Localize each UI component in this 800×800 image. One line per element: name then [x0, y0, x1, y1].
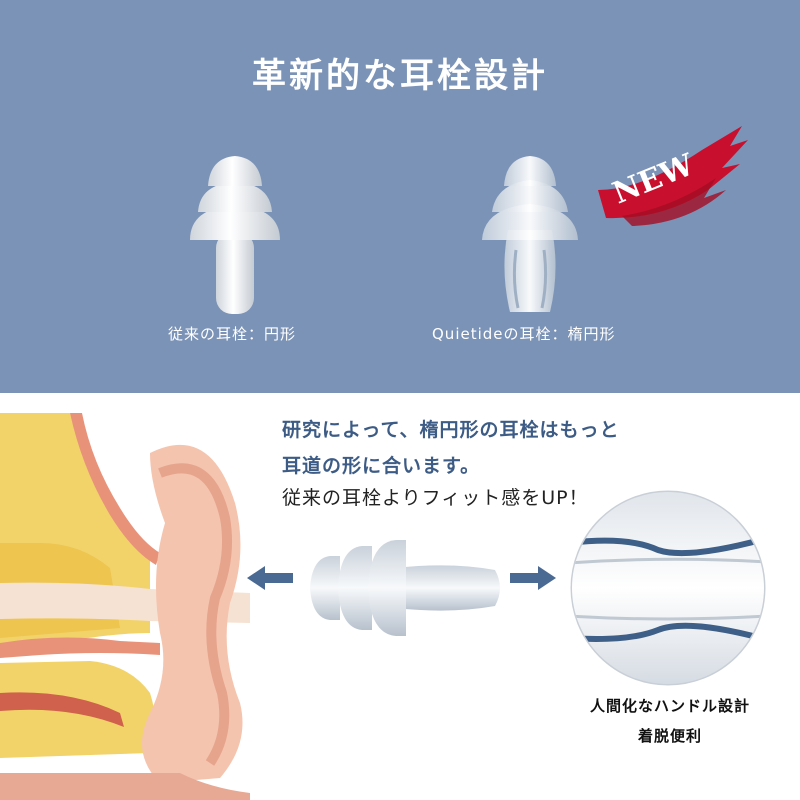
feature-subtitle: 着脱便利 — [637, 727, 702, 745]
description-line-1: 研究によって、楕円形の耳栓はもっと — [282, 419, 620, 441]
hero-banner: 革新的な耳栓設計 従来の耳栓：円形 Quieti — [0, 0, 800, 393]
description-line-3: 従来の耳栓よりフィット感をUP！ — [282, 487, 589, 509]
arrow-left-icon — [247, 566, 293, 590]
oval-caption: Quietideの耳栓：楕円形 — [432, 325, 616, 343]
new-badge: NEW — [598, 126, 748, 226]
conventional-caption: 従来の耳栓：円形 — [168, 325, 297, 343]
earplug-side-view-image — [310, 540, 500, 636]
page-title: 革新的な耳栓設計 — [252, 56, 548, 96]
feature-title: 人間化なハンドル設計 — [589, 697, 750, 715]
fit-section: 研究によって、楕円形の耳栓はもっと 耳道の形に合います。 従来の耳栓よりフィット… — [0, 393, 800, 800]
arrow-right-icon — [510, 566, 556, 590]
ear-cross-section-image — [0, 393, 250, 800]
conventional-earplug-image — [190, 156, 280, 314]
oval-earplug-image — [482, 156, 578, 312]
handle-closeup-image — [570, 490, 766, 686]
description-line-2: 耳道の形に合います。 — [282, 455, 481, 477]
